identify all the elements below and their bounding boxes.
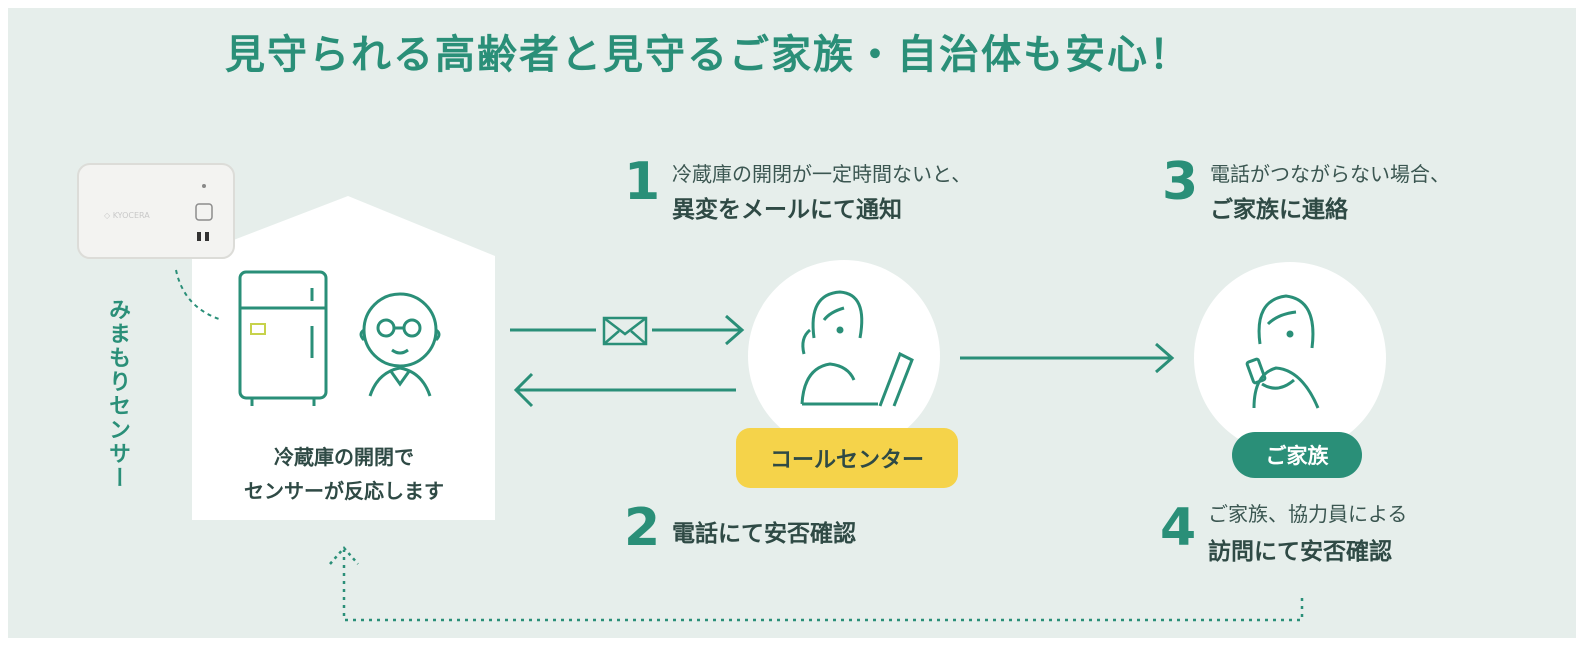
sensor-label: みまもりセンサー (105, 298, 130, 490)
step-3-line1: 電話がつながらない場合、 (1210, 162, 1450, 186)
family-woman-icon (1245, 294, 1320, 409)
return-path (342, 550, 1304, 622)
envelope-icon (602, 316, 648, 346)
house-shape (192, 196, 495, 520)
step-3-line2: ご家族に連絡 (1210, 197, 1348, 223)
arrow-to-family (960, 342, 1175, 374)
step-4-number: 4 (1160, 498, 1197, 558)
sensor-device-icon: ◇ KYOCERA (77, 163, 235, 259)
diagram-panel: 見守られる高齢者と見守るご家族・自治体も安心！ ◇ KYOCERA (8, 8, 1576, 638)
step-4-line2: 訪問にて安否確認 (1208, 539, 1392, 565)
arrow-to-callcenter (510, 314, 745, 346)
refrigerator-icon (238, 270, 328, 406)
family-circle (1194, 262, 1386, 454)
house-caption-line2: センサーが反応します (244, 479, 444, 503)
step-3-number: 3 (1162, 152, 1199, 212)
step-2-line2: 電話にて安否確認 (672, 521, 856, 547)
house-caption: 冷蔵庫の開閉で センサーが反応します (194, 440, 494, 508)
return-arrowhead (329, 546, 359, 565)
step-1-line2: 異変をメールにて通知 (672, 197, 902, 223)
sensor-connector (175, 269, 223, 321)
arrow-to-house (513, 372, 736, 408)
family-badge: ご家族 (1232, 432, 1362, 478)
step-1-line1: 冷蔵庫の開閉が一定時間ないと、 (672, 162, 972, 186)
operator-woman-icon (800, 290, 914, 407)
callcenter-badge: コールセンター (736, 428, 958, 488)
diagram-graphics: ◇ KYOCERA (77, 163, 1386, 622)
house-caption-line1: 冷蔵庫の開閉で (274, 445, 414, 469)
callcenter-circle (748, 260, 940, 452)
svg-text:◇ KYOCERA: ◇ KYOCERA (104, 211, 150, 220)
elderly-man-icon (359, 292, 441, 397)
step-1-number: 1 (624, 152, 661, 212)
step-2-number: 2 (624, 498, 661, 558)
step-4-line1: ご家族、協力員による (1208, 502, 1408, 526)
page-title: 見守られる高齢者と見守るご家族・自治体も安心！ (225, 32, 1191, 78)
